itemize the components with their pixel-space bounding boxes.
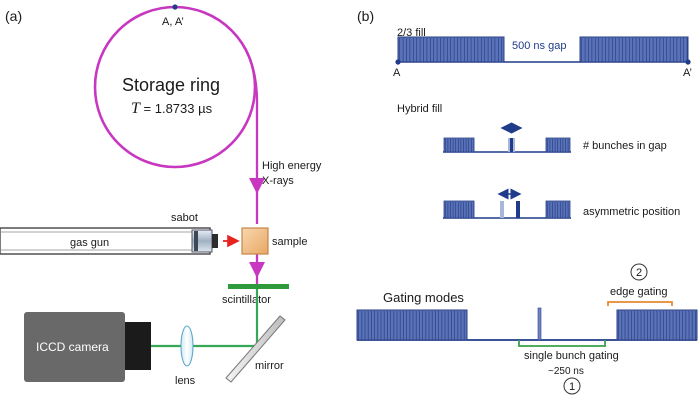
hybrid-row1-gap-bunch: [510, 138, 513, 152]
fill-23-start-label: A: [393, 67, 401, 79]
ring-title: Storage ring: [122, 75, 220, 95]
xray-beam-upper: [243, 47, 259, 224]
single-bunch-gating-time: ~250 ns: [548, 366, 584, 377]
lens-label: lens: [175, 375, 196, 387]
sabot-label: sabot: [171, 212, 198, 224]
fill-23-train-right-bunches: [581, 38, 688, 62]
fill-23-train-left: [397, 36, 505, 63]
hybrid-row2-label: asymmetric position: [583, 206, 680, 218]
single-bunch-gate-bracket: [518, 340, 606, 347]
gas-gun-label: gas gun: [70, 237, 109, 249]
hybrid-row2-train-right-bunches: [546, 202, 569, 218]
edge-gating-label: edge gating: [610, 286, 668, 298]
mode2-circle: [630, 263, 648, 281]
fill-23-end-label: A’: [683, 67, 692, 79]
hybrid-title: Hybrid fill: [397, 103, 442, 115]
hybrid-row2-train-left-bunches: [444, 202, 475, 218]
ring-point-label: A, A’: [162, 16, 184, 28]
fill-23-train-right: [579, 36, 689, 63]
hybrid-row2-train-left: [443, 200, 475, 219]
fill-23-end-marker: [685, 59, 691, 65]
fill-23-start-marker: [395, 59, 401, 65]
xray-label-line1: High energy: [262, 160, 322, 172]
hybrid-row1-label: # bunches in gap: [583, 140, 667, 152]
period-symbol: T: [131, 100, 141, 117]
mode1-number: 1: [569, 381, 575, 393]
gating-train-right-bunches: [618, 311, 696, 340]
mode2-number: 2: [636, 267, 642, 279]
mirror: [225, 315, 286, 383]
iccd-camera-label: ICCD camera: [36, 340, 109, 354]
ring-point-marker: [172, 4, 178, 10]
scintillator-label: scintillator: [222, 294, 271, 306]
hybrid-row1-train-right-bunches: [546, 139, 569, 152]
fill-23-title: 2/3 fill: [397, 27, 426, 39]
edge-gate-bracket: [607, 301, 673, 306]
sample-block: [241, 227, 269, 255]
mirror-label: mirror: [255, 360, 284, 372]
single-bunch-gating-label: single bunch gating: [524, 350, 619, 362]
sabot-tip: [212, 234, 218, 248]
gating-title: Gating modes: [383, 290, 464, 305]
lens: [180, 325, 194, 367]
hybrid-row2-gap-bunch: [516, 201, 520, 218]
panel-b-label: (b): [357, 8, 374, 24]
panel-a-label: (a): [5, 8, 22, 24]
ring-period: T = 1.8733 µs: [131, 100, 213, 117]
gating-train-left: [356, 309, 468, 341]
fill-23-train-left-bunches: [399, 38, 503, 62]
fill-23-train-right-block: [579, 36, 689, 63]
sabot-band: [194, 231, 198, 251]
iccd-camera-body: [24, 312, 125, 382]
hybrid-row1-train-left-bunches: [444, 139, 475, 152]
period-value: = 1.8733 µs: [140, 101, 213, 116]
gating-single-bunch: [537, 307, 542, 341]
scintillator-plate: [228, 284, 289, 289]
fill-23-gap-label: 500 ns gap: [512, 40, 566, 52]
iccd-camera-lens: [125, 322, 151, 370]
hybrid-row1-train-left: [443, 137, 475, 153]
mode1-circle: [563, 377, 581, 395]
gating-train-left-bunches: [358, 311, 465, 340]
xray-label-line2: X-rays: [262, 175, 294, 187]
sample-label: sample: [272, 236, 307, 248]
hybrid-row2-ghost-bunch: [500, 201, 504, 218]
